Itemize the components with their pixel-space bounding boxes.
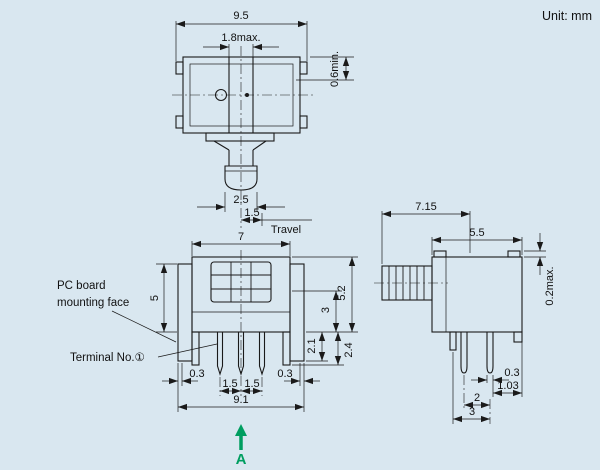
terminal-pin-3 (258, 332, 266, 376)
terminal-label: Terminal No.① (70, 352, 145, 364)
dim-lower-height: 3 (320, 307, 332, 313)
shaft-side (381, 265, 433, 301)
terminal-pin-1 (216, 332, 224, 376)
dim-overall-height: 5.2 (336, 285, 348, 300)
dim-pitch-left: 1.5 (222, 378, 237, 390)
terminal-leader-line (157, 343, 218, 358)
dim-boss-depth: 2.4 (343, 342, 355, 357)
dim-slot-width: 1.8max. (221, 32, 260, 44)
dim-offset-right: 0.3 (277, 368, 292, 380)
dim-body-depth: 5.5 (469, 227, 484, 239)
view-direction-arrow-icon (235, 424, 247, 436)
dim-offset-left: 0.3 (189, 368, 204, 380)
dim-pin-offset: 1.03 (497, 380, 518, 392)
top-view-drawing: 9.5 1.8max. 0.6min. 2.5 1.5 Travel (172, 10, 354, 236)
dim-body-width: 7 (238, 231, 244, 243)
slider-knob (210, 261, 272, 303)
dim-body-height: 5 (149, 295, 161, 301)
front-view-drawing: 7 5 5.2 3 2.1 2.4 0.3 0.3 (57, 231, 358, 468)
dim-pin-thickness: 0.3 (504, 367, 519, 379)
pc-board-label-line2: mounting face (57, 297, 129, 309)
side-view-drawing: 7.15 5.5 0.2max. 0.3 1.03 2 3 (374, 201, 556, 424)
travel-label: Travel (271, 224, 301, 236)
side-terminal-1 (460, 332, 468, 374)
pc-board-label-line1: PC board (57, 280, 106, 292)
view-direction-label: A (236, 451, 247, 468)
terminal-pin-2 (237, 332, 245, 376)
pivot-hole (214, 88, 228, 102)
dim-edge-min: 0.6min. (329, 51, 341, 87)
dim-pitch-right: 1.5 (244, 378, 259, 390)
dim-gap-max: 0.2max. (544, 266, 556, 305)
dim-knob-width: 2.5 (233, 194, 248, 206)
detent-dot (245, 93, 249, 97)
dim-leg-depth: 2.1 (306, 338, 318, 353)
dim-overall-depth: 7.15 (415, 201, 436, 213)
dim-overall-width-front: 9.1 (233, 394, 248, 406)
pc-board-leader-line (111, 310, 177, 343)
dim-pin-pitch: 2 (474, 392, 480, 404)
side-terminal-2 (486, 332, 494, 374)
dim-top-overall-width: 9.5 (233, 10, 248, 22)
knob-profile (224, 165, 258, 191)
unit-label: Unit: mm (542, 9, 592, 23)
dim-travel: 1.5 (244, 207, 259, 219)
dim-pin-span: 3 (469, 406, 475, 418)
